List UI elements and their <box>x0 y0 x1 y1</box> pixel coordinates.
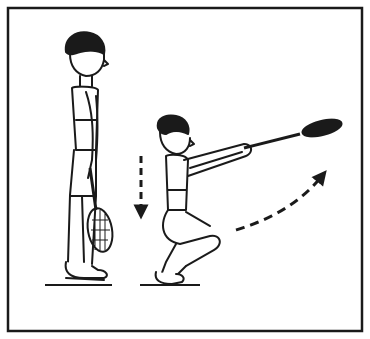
standing-boy-figure <box>66 32 108 280</box>
racket-down-icon <box>84 168 115 254</box>
squatting-boy-figure <box>156 116 251 285</box>
racket-forward-icon <box>244 116 343 148</box>
dashed-curve-arrow-icon <box>236 176 322 230</box>
picture-border <box>8 8 362 331</box>
